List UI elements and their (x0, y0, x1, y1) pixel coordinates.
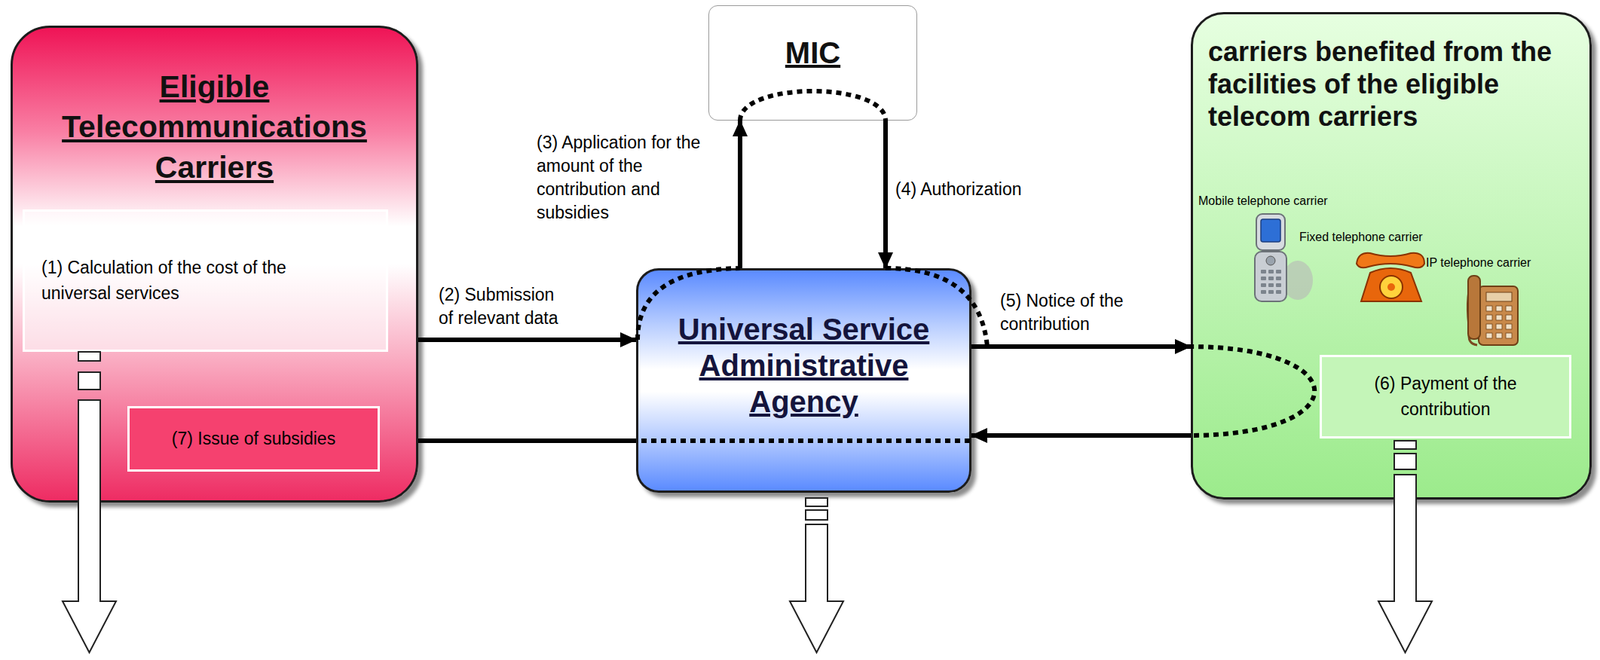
node-title: (1) Calculation of the cost of the unive… (41, 255, 328, 306)
step-box: (6) Payment of the contribution (1319, 354, 1572, 439)
phone-body (1478, 286, 1518, 346)
phone-handset (1356, 253, 1425, 269)
dotted-line (637, 438, 970, 444)
phone-cord (1467, 280, 1478, 346)
phone-dial (1379, 275, 1403, 299)
node-title: Universal Service Administrative Agency (645, 311, 963, 420)
ip-phone-icon (1467, 275, 1518, 346)
arrow-bar (805, 510, 828, 521)
node-title: (7) Issue of subsidies (171, 428, 336, 450)
mobile-phone-icon (1254, 214, 1313, 302)
flow-step-label: (4) Authorization (895, 177, 1092, 202)
hollow-down-arrow (62, 351, 117, 653)
flow-arrow (883, 120, 888, 269)
flow-arrow (737, 120, 743, 269)
step-box: (7) Issue of subsidies (127, 406, 380, 472)
phone-dial-center (1387, 283, 1396, 291)
phone-screen (1260, 219, 1281, 242)
flow-step-label: (5) Notice of the contribution (1000, 289, 1163, 337)
phone-keys (1486, 305, 1512, 339)
agency-box: Universal Service Administrative Agency (636, 268, 972, 493)
flow-dotted-line (637, 91, 1315, 441)
flow-arrow (971, 433, 1191, 438)
hollow-down-arrow (1378, 440, 1432, 653)
dotted-curve (740, 91, 886, 121)
node-title: (6) Payment of the contribution (1355, 371, 1536, 423)
flow-step-label: (3) Application for the amount of the co… (536, 131, 729, 225)
arrow-bar (78, 372, 101, 390)
flow-arrow (971, 344, 1191, 349)
phone-handset (1468, 275, 1481, 340)
arrow-body (62, 400, 117, 653)
node-title: Eligible Telecommunications Carriers (37, 67, 392, 188)
flow-arrow (418, 337, 637, 343)
carrier-panel: Eligible Telecommunications Carriers (1) … (10, 25, 419, 503)
arrow-bar (805, 498, 828, 507)
hollow-down-arrow (789, 498, 844, 653)
node-title: MIC (785, 36, 841, 71)
arrow-body (789, 524, 844, 653)
ministry-box: MIC (708, 5, 918, 121)
phone-display (1486, 292, 1512, 302)
phone-lid (1256, 214, 1285, 251)
arrow-bar (1394, 453, 1417, 470)
arrow-bar (78, 351, 101, 361)
flow-step-label: (2) Submission of relevant data (438, 283, 573, 331)
icon-shadow (1282, 260, 1313, 300)
node-title: carriers benefited from the facilities o… (1208, 35, 1585, 134)
step-box: (1) Calculation of the cost of the unive… (22, 209, 389, 352)
arrow-body (1378, 474, 1432, 653)
dotted-curve (1188, 346, 1315, 436)
rotary-phone-icon (1356, 253, 1425, 302)
arrow-bar (1394, 440, 1417, 450)
carrier-panel: carriers benefited from the facilities o… (1190, 12, 1592, 500)
flow-arrow (379, 438, 637, 444)
dotted-curve (637, 268, 741, 340)
phone-keys (1260, 269, 1282, 294)
phone-button (1266, 256, 1276, 266)
phone-body (1361, 268, 1422, 302)
phone-base (1254, 251, 1287, 302)
dotted-curve (885, 268, 988, 347)
